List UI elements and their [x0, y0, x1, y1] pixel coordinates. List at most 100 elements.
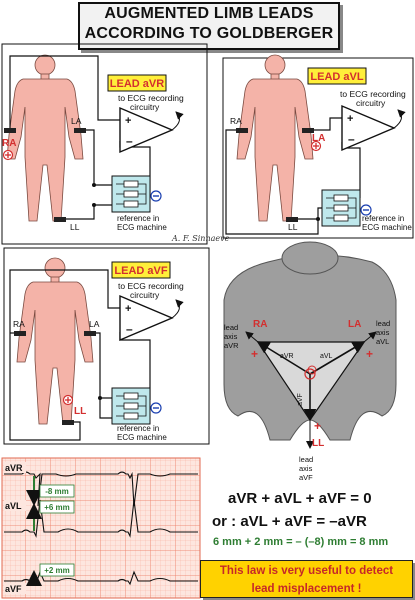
electrode-ll-avl — [286, 217, 298, 222]
electrode-label-la-avl: LA — [312, 133, 325, 144]
axis-vector-avl — [309, 341, 366, 375]
amplitude-badge-avf — [39, 563, 75, 577]
panel-avl: LEAD aVL to ECG recording circuitry refe… — [222, 54, 414, 239]
axis-label-ll: LL — [312, 438, 324, 449]
electrode-label-ra-avr: RA — [2, 138, 16, 149]
amplifier-avf — [119, 295, 173, 341]
reference-label-1-avr: reference in — [117, 214, 159, 223]
electrode-label-ll-avf: LL — [74, 406, 86, 417]
electrode-la-avf — [84, 331, 96, 336]
electrode-label-ra-avf: RA — [13, 319, 25, 329]
amplifier-avr — [119, 107, 173, 153]
wire-ra-avr — [9, 55, 120, 128]
reference-network-avr — [111, 175, 151, 213]
wire-la-avl — [314, 117, 342, 131]
axis-label-la: LA — [348, 319, 361, 330]
svg-text:+: + — [366, 347, 373, 361]
strip-label-avf: aVF — [5, 584, 22, 594]
strip-label-avl: aVL — [5, 501, 22, 511]
reference-network-avl — [321, 189, 361, 227]
lead-axis-avl-2: axis — [376, 328, 390, 337]
positive-marker-ra-avr — [2, 149, 14, 161]
amplifier-avl — [341, 105, 395, 151]
amplitude-badge-avl — [39, 500, 75, 514]
svg-text:+: + — [251, 347, 258, 361]
amplitude-label-avf: +2 mm — [44, 566, 70, 575]
ecg-label-2-avf: circuitry — [130, 290, 160, 300]
lead-axis-avf-1: lead — [299, 455, 313, 464]
signature: A. F. Sinnaeve — [171, 234, 230, 243]
wire-la-avf — [96, 332, 112, 419]
ground-symbol-avr — [150, 190, 162, 202]
ecg-strips: aVR aVL aVF -8 mm +6 mm +2 mm — [1, 457, 201, 599]
amplitude-label-avr: -8 mm — [45, 487, 69, 496]
electrode-label-ra-avl: RA — [230, 116, 242, 126]
ecg-label-1-avf: to ECG recording — [118, 281, 184, 291]
equation-sum: aVR + aVL + aVF = 0 — [228, 490, 372, 507]
electrode-ll-avf — [62, 420, 74, 425]
wire-la-avr — [86, 129, 112, 186]
axis-label-ra: RA — [253, 319, 267, 330]
lead-label-box-avr — [107, 74, 167, 92]
title-line-2: ACCORDING TO GOLDBERGER — [84, 25, 334, 42]
lead-axis-avr-1: lead — [224, 323, 238, 332]
electrode-la-avl — [302, 128, 314, 133]
panel-avf-frame — [3, 247, 210, 445]
title-box: AUGMENTED LIMB LEADS ACCORDING TO GOLDBE… — [78, 2, 340, 50]
lead-axes-diagram: + + + RA LA LL lead axis aVR lead axis a… — [223, 241, 397, 482]
einthoven-triangle — [256, 341, 366, 422]
lead-axis-avr-3: aVR — [224, 341, 239, 350]
note-line-2: lead misplacement ! — [251, 583, 362, 595]
ecg-label-2-avr: circuitry — [130, 102, 160, 112]
reference-label-1-avf: reference in — [117, 424, 159, 433]
vector-label-avl: aVL — [320, 353, 333, 360]
amplitude-label-avl: +6 mm — [44, 503, 70, 512]
electrode-la-avr — [74, 128, 86, 133]
lead-label-avl: LEAD aVL — [310, 71, 363, 83]
strip-label-avr: aVR — [5, 463, 23, 473]
body-figure-avf — [16, 257, 94, 425]
note-line-1: This law is very useful to detect — [219, 565, 394, 577]
electrode-label-ll-avr: LL — [70, 222, 80, 232]
body-figure-avl — [236, 54, 314, 222]
panel-avr-frame — [1, 43, 208, 245]
lead-axis-avf-3: aVF — [299, 473, 313, 482]
lead-label-avf: LEAD aVF — [114, 265, 167, 277]
body-figure-avr — [6, 54, 84, 222]
electrode-label-la-avf: LA — [89, 319, 100, 329]
title-line-1: AUGMENTED LIMB LEADS — [104, 5, 314, 22]
reference-network-avf — [111, 387, 151, 425]
reference-label-2-avr: ECG machine — [117, 223, 167, 232]
lead-label-avr: LEAD aVR — [110, 78, 164, 90]
vector-label-avr: aVR — [280, 353, 294, 360]
amplitude-badge-avr — [39, 484, 75, 498]
lead-label-box-avf — [111, 261, 171, 279]
vector-label-avf: aVF — [297, 393, 304, 406]
panel-avf: LEAD aVF to ECG recording circuitry refe… — [3, 247, 210, 445]
electrode-label-ll-avl: LL — [288, 222, 298, 232]
note-box: This law is very useful to detect lead m… — [200, 560, 413, 598]
lead-label-box-avl — [307, 67, 367, 85]
electrode-ra-avl — [236, 128, 248, 133]
electrode-ra-avf — [14, 331, 26, 336]
ecg-label-2-avl: circuitry — [356, 98, 386, 108]
equation-example: 6 mm + 2 mm = – (–8) mm = 8 mm — [213, 536, 389, 548]
wire-ll-avr — [66, 204, 112, 220]
electrode-ll-avr — [54, 217, 66, 222]
lead-axis-avl-3: aVL — [376, 337, 389, 346]
panel-avr: LEAD aVR to ECG recording circuitry refe… — [1, 43, 208, 245]
axis-vector-avr — [256, 341, 311, 375]
wire-ll-avf — [9, 269, 120, 441]
electrode-label-la-avr: LA — [71, 116, 82, 126]
ground-symbol-avf — [150, 402, 162, 414]
lead-axis-avr-2: axis — [224, 332, 238, 341]
trace-avr — [4, 471, 198, 507]
lead-axis-avl-1: lead — [376, 319, 390, 328]
reference-label-2-avl: ECG machine — [362, 223, 412, 232]
lead-axis-avf-2: axis — [299, 464, 313, 473]
wire-ra-avl — [225, 129, 322, 235]
electrode-ra-avr — [4, 128, 16, 133]
reference-label-1-avl: reference in — [362, 214, 404, 223]
svg-text:+: + — [314, 419, 321, 433]
